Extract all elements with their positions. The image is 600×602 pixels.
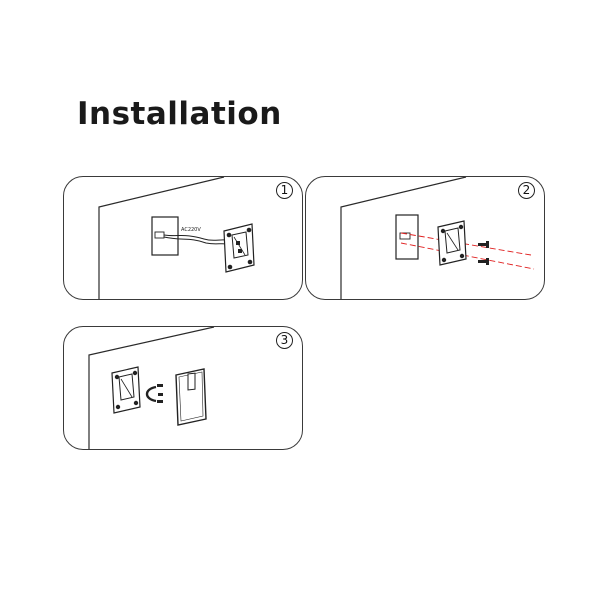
wall-edge (340, 177, 467, 299)
switch-module (223, 223, 255, 273)
step-2-illustration (340, 177, 535, 299)
page-title: Installation (77, 96, 282, 132)
voltage-label: AC220V (181, 227, 201, 233)
step-number-badge: 3 (276, 332, 293, 349)
step-2-panel: 2 (305, 176, 545, 300)
attach-arrow-icon (145, 384, 163, 403)
alignment-guide-bottom (400, 242, 535, 270)
step-3-illustration (88, 327, 215, 449)
cover-plate (175, 368, 207, 426)
step-number-badge: 1 (276, 182, 293, 199)
step-1-illustration: AC220V (98, 177, 255, 299)
screw-top (478, 241, 489, 248)
wall-box-wires (154, 231, 165, 239)
step-number-badge: 2 (518, 182, 535, 199)
wall-box-wires (399, 232, 411, 240)
wall-edge (98, 177, 225, 299)
wire-a (163, 234, 227, 241)
step-1-panel: AC220V 1 (63, 176, 303, 300)
wall-edge (88, 327, 215, 449)
screw-bottom (478, 258, 489, 265)
alignment-guide-top (400, 232, 532, 256)
switch-module (437, 220, 467, 266)
wire-b (163, 236, 228, 245)
step-3-panel: 3 (63, 326, 303, 450)
mounted-module (111, 366, 141, 414)
